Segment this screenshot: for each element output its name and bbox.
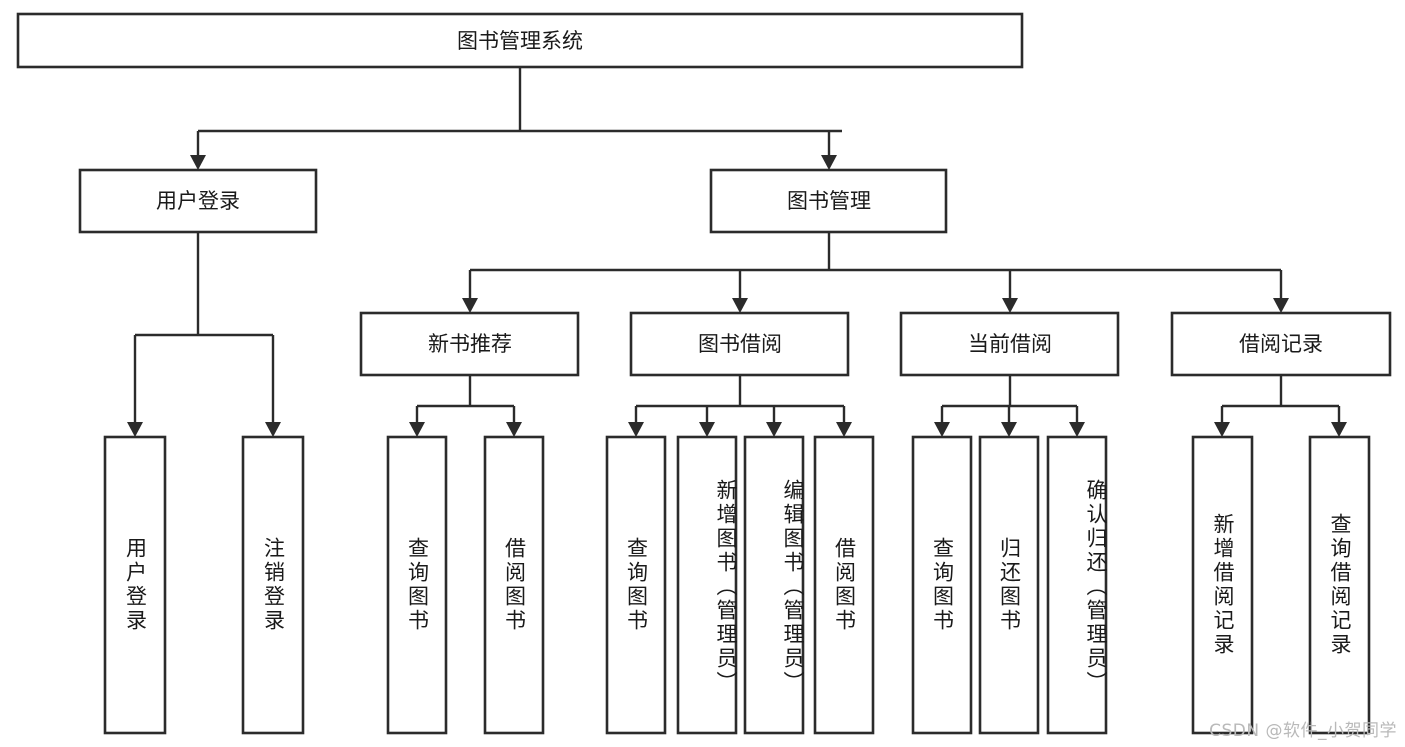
- leaf-box-query-book-3[interactable]: [911, 435, 973, 735]
- node-user-login[interactable]: [78, 168, 318, 234]
- node-book-borrow[interactable]: [629, 311, 850, 377]
- leaf-box-borrow-book-2[interactable]: [813, 435, 875, 735]
- leaf-box-borrow-book-1[interactable]: [483, 435, 545, 735]
- connector-userlogin-to-leaves: [127, 232, 281, 437]
- node-new-book-recommend[interactable]: [359, 311, 580, 377]
- leaf-box-query-book-2[interactable]: [605, 435, 667, 735]
- node-book-management[interactable]: [709, 168, 948, 234]
- connector-records-to-leaves: [1214, 375, 1347, 437]
- leaf-box-add-book-admin[interactable]: [676, 435, 738, 735]
- csdn-watermark: CSDN @软件_小贺同学: [1209, 721, 1397, 741]
- node-borrow-records[interactable]: [1170, 311, 1392, 377]
- leaf-box-query-book-1[interactable]: [386, 435, 448, 735]
- leaf-box-add-record[interactable]: [1191, 435, 1254, 735]
- leaf-box-edit-book-admin[interactable]: [743, 435, 805, 735]
- leaf-box-user-login[interactable]: [103, 435, 167, 735]
- leaf-box-query-record[interactable]: [1308, 435, 1371, 735]
- connector-borrow-to-leaves: [628, 375, 852, 437]
- connector-bookmgmt-to-level3: [462, 232, 1289, 313]
- node-book-borrow-label: 图书借阅: [698, 332, 782, 356]
- node-root-label: 图书管理系统: [457, 29, 583, 53]
- connector-root-to-level2: [190, 67, 842, 170]
- node-new-book-recommend-label: 新书推荐: [428, 332, 512, 356]
- node-borrow-records-label: 借阅记录: [1239, 332, 1323, 356]
- node-user-login-label: 用户登录: [156, 189, 240, 213]
- node-book-management-label: 图书管理: [787, 189, 871, 213]
- node-current-borrow[interactable]: [899, 311, 1120, 377]
- leaf-box-return-book[interactable]: [978, 435, 1040, 735]
- connector-current-to-leaves: [934, 375, 1085, 437]
- node-current-borrow-label: 当前借阅: [968, 332, 1052, 356]
- node-root[interactable]: [16, 12, 1024, 69]
- connector-newbook-to-leaves: [409, 375, 522, 437]
- leaf-box-confirm-return[interactable]: [1046, 435, 1108, 735]
- leaf-box-logout-login[interactable]: [241, 435, 305, 735]
